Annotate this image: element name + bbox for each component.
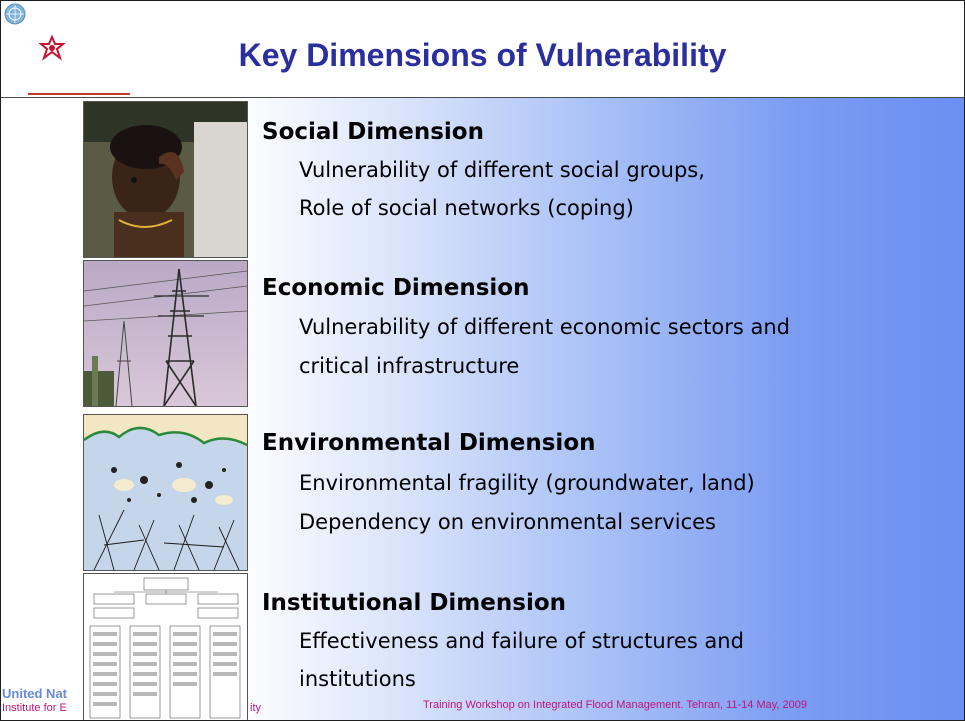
unu-logo-icon [39, 35, 65, 61]
slide-header: Key Dimensions of Vulnerability [1, 1, 964, 98]
footer-institute-tail: ity [250, 702, 261, 714]
section-line: Vulnerability of different economic sect… [299, 315, 790, 339]
section-line: Role of social networks (coping) [299, 196, 634, 220]
un-emblem-icon [4, 3, 26, 25]
section-line: Vulnerability of different social groups… [299, 158, 705, 182]
section-heading: Social Dimension [262, 119, 484, 145]
section-heading: Environmental Dimension [262, 430, 596, 456]
organization-chart [83, 573, 248, 720]
footer-workshop: Training Workshop on Integrated Flood Ma… [423, 699, 808, 711]
environmental-map [83, 414, 248, 571]
slide-title: Key Dimensions of Vulnerability [238, 37, 727, 73]
section-line: Effectiveness and failure of structures … [299, 629, 744, 653]
section-heading: Institutional Dimension [262, 590, 566, 616]
header-accent-line [28, 93, 130, 95]
section-heading: Economic Dimension [262, 275, 530, 301]
power-pylon-photo [83, 260, 248, 407]
section-line: Environmental fragility (groundwater, la… [299, 471, 755, 495]
footer-institute: Institute for E [2, 702, 67, 714]
child-photo [83, 101, 248, 258]
section-line: critical infrastructure [299, 354, 520, 378]
footer-organization: United Nat [2, 686, 67, 701]
section-line: institutions [299, 667, 416, 691]
section-line: Dependency on environmental services [299, 510, 716, 534]
